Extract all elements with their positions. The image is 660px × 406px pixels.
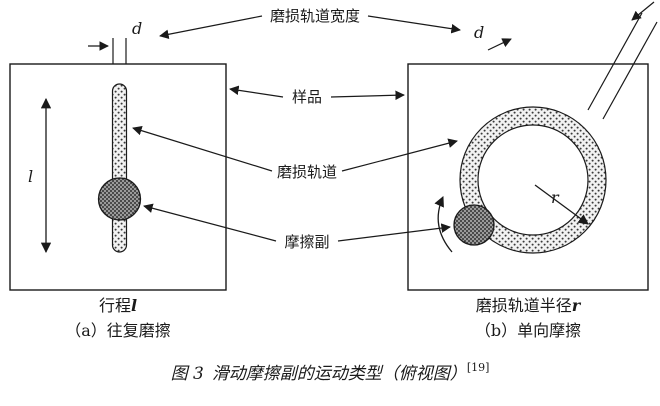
right-figure-caption: （b）单向摩擦 — [475, 321, 581, 340]
width-dimension-arrow-top-right — [631, 1, 655, 21]
track-width-symbol-right: d — [474, 23, 484, 42]
friction-pair-ball-right — [453, 204, 495, 246]
right-radius-label: 磨损轨道半径r — [476, 296, 582, 315]
wear-track-bar — [111, 83, 128, 253]
callout-sample-arrow-right — [330, 90, 405, 101]
callout-track-width-arrow-right — [367, 15, 461, 34]
stroke-length-symbol: l — [28, 167, 33, 186]
callout-friction-pair-arrow-right — [337, 223, 451, 242]
track-width-symbol-left: d — [132, 19, 142, 38]
callout-friction-pair: 摩擦副 — [284, 233, 329, 251]
left-stroke-label: 行程l — [99, 296, 137, 315]
callout-wear-track-arrow-left — [132, 125, 273, 172]
left-figure-reciprocating: l d — [9, 19, 227, 291]
width-extension-line-right-1 — [587, 12, 643, 111]
friction-pair-ball-left — [97, 177, 142, 221]
motion-direction-arrow — [434, 196, 453, 253]
radius-symbol: r — [551, 188, 560, 207]
figure-reference: [19] — [467, 361, 490, 374]
callout-track-width-arrow-left — [159, 15, 263, 40]
callout-sample: 样品 — [292, 88, 322, 106]
callout-wear-track: 磨损轨道 — [277, 163, 337, 181]
callout-wear-track-arrow-right — [341, 138, 458, 172]
radius-arrow — [534, 184, 589, 225]
right-figure-unidirectional: r d — [407, 1, 658, 291]
callout-friction-pair-arrow-left — [143, 203, 277, 242]
callout-track-width: 磨损轨道宽度 — [270, 7, 360, 25]
left-figure-caption: （a）往复磨擦 — [65, 321, 171, 340]
width-dimension-arrow-right — [487, 38, 512, 51]
sub-captions: 行程l （a）往复磨擦 磨损轨道半径r （b）单向摩擦 — [65, 296, 582, 340]
wear-track-ring-inner — [477, 124, 589, 236]
callout-labels: 磨损轨道宽度 样品 磨损轨道 摩擦副 — [132, 7, 461, 251]
width-extension-line-right-2 — [602, 21, 658, 120]
callout-sample-arrow-left — [229, 85, 284, 98]
